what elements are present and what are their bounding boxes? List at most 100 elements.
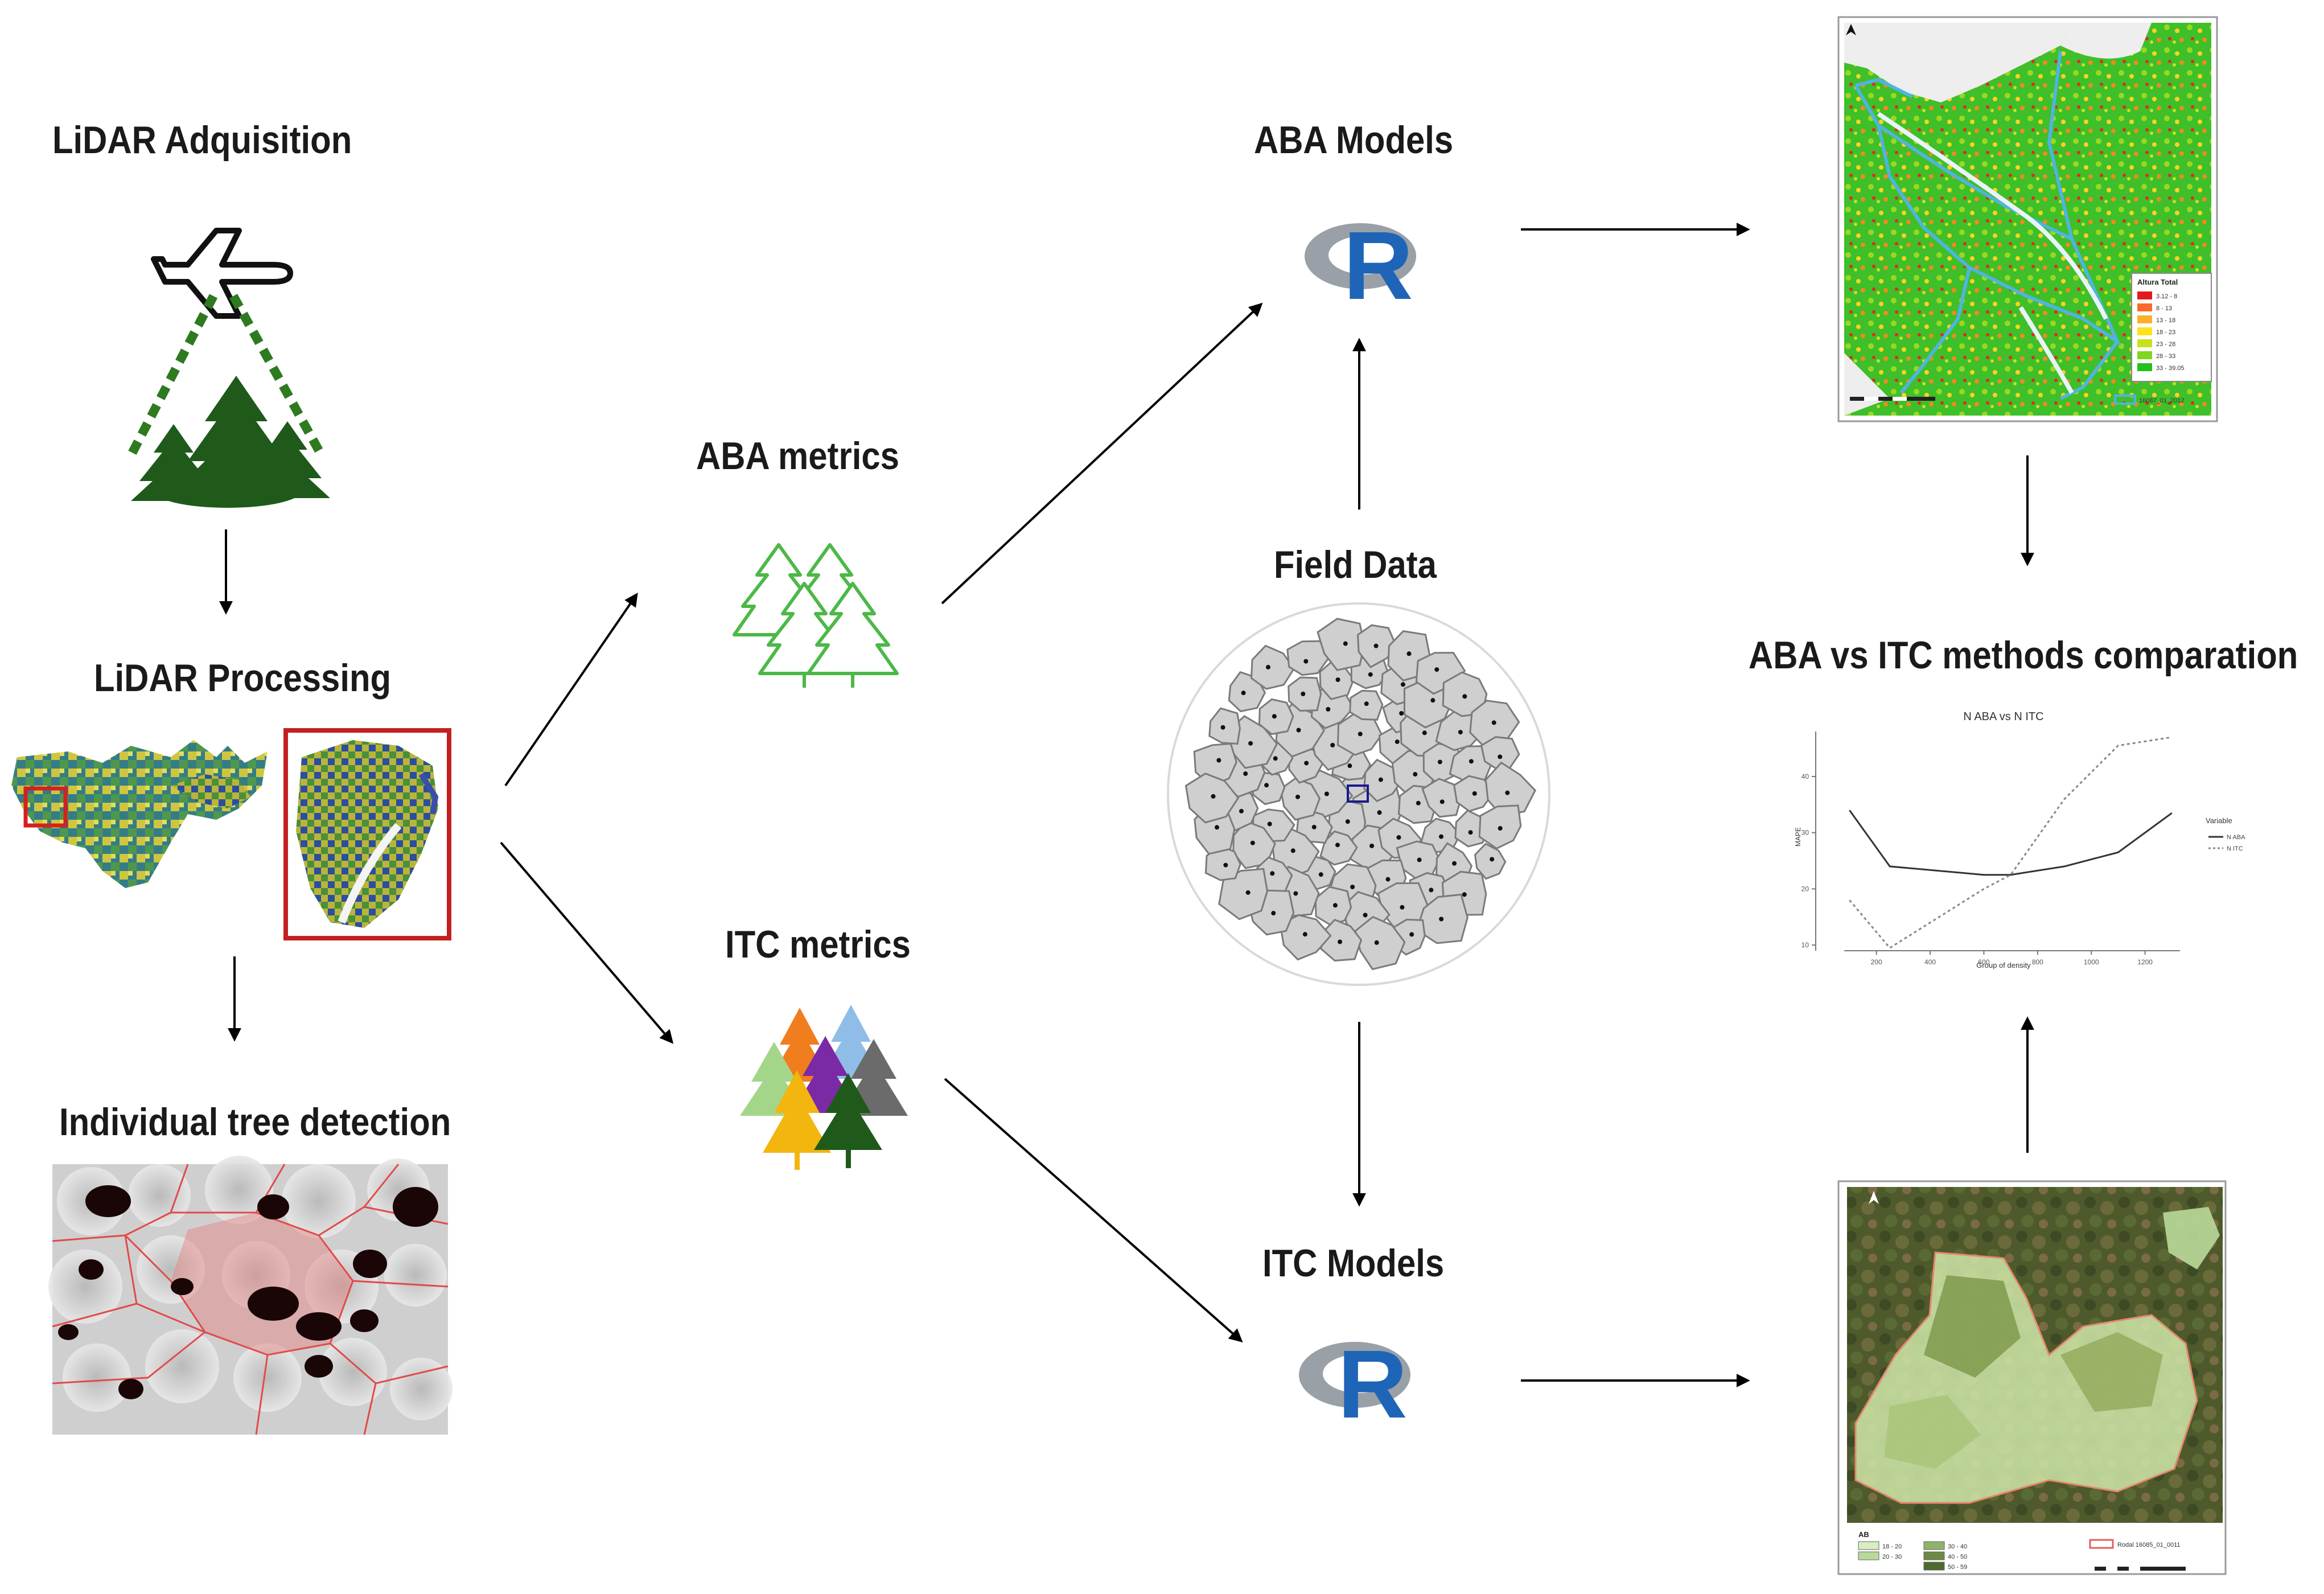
tree-position-dot: [1303, 659, 1309, 664]
tree-position-dot: [1267, 821, 1272, 827]
tree-position-dot: [1347, 763, 1352, 769]
tree-position-dot: [1296, 728, 1301, 733]
tree-position-dot: [1400, 905, 1405, 910]
north-arrow-aba: [1846, 24, 1856, 35]
tree-position-dot: [1498, 826, 1503, 831]
north-arrow-itc: [1869, 1191, 1879, 1204]
tree-position-dot: [1439, 917, 1444, 922]
itc-legend-swatch: [1923, 1541, 1945, 1550]
aba-legend-swatch: [2137, 327, 2152, 335]
itc-legend-class: 50 - 59: [1948, 1564, 1967, 1571]
tree-position-dot: [1223, 862, 1228, 868]
tree-position-dot: [1243, 771, 1248, 777]
aba-legend-class: 8 - 13: [2156, 305, 2172, 312]
itc-boundary-label: Rodal 16085_01_0011: [2117, 1542, 2181, 1548]
tree-position-dot: [1270, 871, 1275, 876]
itc-legend-swatch: [1923, 1551, 1945, 1560]
tree-position-dot: [1250, 840, 1255, 845]
itc-legend-class: 18 - 20: [1882, 1543, 1902, 1550]
tree-position-dot: [1462, 892, 1467, 897]
chart-xlabel: Group of density: [1976, 961, 2031, 969]
series-line-n-itc: [1849, 736, 2173, 950]
tree-position-dot: [1400, 682, 1405, 687]
x-tick-label: 1200: [2137, 958, 2153, 966]
tree-position-dot: [1437, 759, 1442, 765]
itc-metrics-label: ITC metrics: [725, 923, 911, 966]
tree-position-dot: [1264, 783, 1269, 788]
r-letter-itc: R: [1338, 1330, 1408, 1439]
itc-legend-swatch: [1923, 1562, 1945, 1571]
tree-position-dot: [1248, 741, 1253, 746]
tree-position-dot: [1373, 643, 1379, 648]
x-tick-label: 1000: [2084, 958, 2099, 966]
itc-legend-title: AB: [1858, 1530, 1869, 1539]
outline-trees-icon: [733, 543, 899, 688]
tree-position-dot: [1338, 939, 1343, 944]
aba-legend-class: 3.12 - 8: [2156, 293, 2177, 300]
aba-legend-class: 13 - 18: [2156, 317, 2175, 324]
tree-crown: [1204, 845, 1241, 881]
tree-position-dot: [1335, 677, 1340, 682]
tree-position-dot: [1469, 759, 1474, 764]
arrow-processing-to-aba-metrics: [504, 593, 638, 787]
tree-position-dot: [1413, 772, 1418, 777]
field-data-label: Field Data: [1274, 543, 1437, 586]
tree-position-dot: [1293, 891, 1298, 896]
tree-position-dot: [1468, 830, 1473, 835]
tree-position-dot: [1498, 754, 1503, 759]
y-tick-label: 10: [1801, 941, 1809, 949]
itc-legend-swatch: [1858, 1541, 1879, 1550]
arrows: [219, 223, 2034, 1387]
tree-position-dot: [1452, 861, 1457, 866]
tree-position-dot: [1395, 739, 1400, 744]
tree-position-dot: [1409, 932, 1414, 937]
tree-position-dot: [1216, 758, 1221, 763]
itc-legend-class: 20 - 30: [1882, 1554, 1902, 1560]
tree-position-dot: [1438, 834, 1443, 839]
tree-crown: [1250, 644, 1295, 690]
tree-position-dot: [1368, 672, 1373, 677]
tree-position-dot: [1472, 791, 1477, 796]
arrow-itc-metrics-to-itc-models: [944, 1078, 1243, 1343]
tree-position-dot: [1385, 877, 1391, 882]
arrow-processing-to-itc-metrics: [500, 841, 674, 1044]
x-tick-label: 600: [1978, 958, 1989, 966]
series-line-n-aba: [1849, 810, 2173, 876]
tree-crown: [1474, 843, 1507, 880]
aba-legend-class: 23 - 28: [2156, 341, 2175, 348]
tree-position-dot: [1295, 794, 1301, 799]
x-tick-label: 800: [2032, 958, 2043, 966]
lidar-processing-label: LiDAR Processing: [94, 656, 392, 700]
aba-legend-swatch: [2137, 291, 2152, 299]
tree-position-dot: [1416, 800, 1421, 806]
tree-position-dot: [1345, 819, 1350, 824]
tree-position-dot: [1273, 756, 1278, 761]
y-tick-label: 40: [1801, 773, 1809, 780]
field-data-plot: [1167, 602, 1550, 986]
tree-position-dot: [1439, 799, 1445, 804]
airplane-icon: [151, 228, 293, 319]
tree-position-dot: [1458, 730, 1463, 735]
tree-crown: [1280, 777, 1321, 821]
tree-position-dot: [1330, 742, 1335, 747]
aba-legend-swatch: [2137, 339, 2152, 347]
tree-crown: [1279, 914, 1332, 961]
tree-position-dot: [1358, 732, 1363, 737]
aba-map-scalebar: [1850, 397, 1935, 401]
tree-crown: [1218, 868, 1269, 921]
tree-position-dot: [1434, 667, 1439, 672]
tree-position-dot: [1364, 701, 1369, 706]
lidar-acquisition-label: LiDAR Adquisition: [52, 118, 352, 162]
tree-crown: [1286, 640, 1330, 676]
tree-position-dot: [1311, 824, 1317, 829]
aba-legend-class: 28 - 33: [2156, 353, 2175, 360]
tree-position-dot: [1271, 911, 1276, 916]
tree-position-dot: [1462, 694, 1467, 699]
colored-trees-icon: [740, 1005, 908, 1170]
tree-position-dot: [1302, 932, 1307, 937]
tree-position-dot: [1369, 843, 1375, 848]
tree-position-dot: [1332, 903, 1338, 908]
aba-models-label: ABA Models: [1254, 118, 1454, 162]
